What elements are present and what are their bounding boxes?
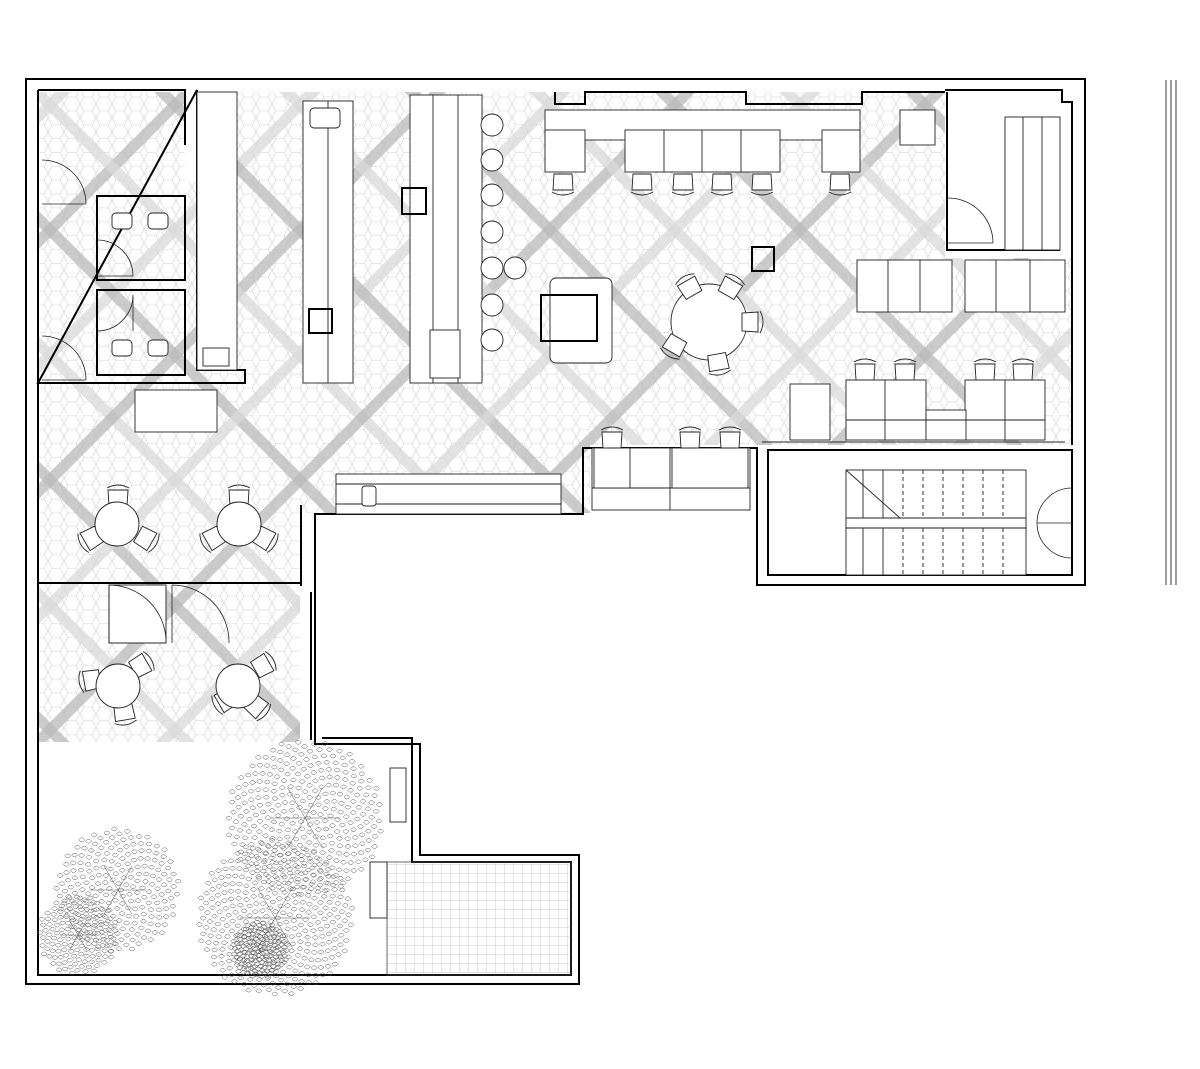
tile-band [776,92,1072,742]
chair [600,426,624,449]
column [751,246,775,272]
sink-fixture [202,347,230,367]
door-swing [96,294,134,332]
bar-stool [480,148,504,172]
back-counter [196,91,238,371]
chair [132,525,160,553]
garden-terrace [36,740,384,997]
sofa [964,259,1066,313]
table [544,129,586,173]
bench [134,389,218,433]
cabinet [899,109,936,146]
tree-canopy [53,826,182,954]
door-swing [947,197,994,244]
tile-band [39,92,324,742]
square-table [540,294,598,342]
toilet-fixture [111,212,133,230]
chair [741,310,764,334]
door-swing [171,584,230,644]
bar-stools [480,113,527,352]
bar-stool [503,256,527,280]
bar-stool [480,183,504,207]
chair [750,173,774,196]
long-table [624,129,781,173]
tree-canopy [196,837,356,997]
door-swing [1036,487,1073,559]
sink-fixture [147,339,169,357]
tile-band [151,92,824,742]
toilet-block [41,159,186,381]
sofa [845,379,927,441]
site-boundary [1165,80,1177,585]
bar-stool [480,113,504,137]
shrub [36,894,120,976]
chair [678,426,702,449]
tile-band [39,92,199,742]
west-dining [38,501,300,709]
bar-stool [480,256,504,280]
tile-band [1155,85,1200,750]
round-table [216,501,262,547]
chair [718,426,742,449]
chair [675,273,703,301]
side-cabinet [789,383,831,441]
door-swing [108,584,167,644]
chair [249,651,277,679]
banquette-lounge [762,259,1066,443]
exterior-walls [25,78,1086,985]
chair [710,173,734,196]
chair [828,173,852,196]
tree-canopy [225,740,384,897]
sink-fixture [147,212,169,230]
tile-band [39,92,199,742]
rug [549,277,613,364]
toilet-fixture [111,339,133,357]
chair [707,352,731,376]
bar-stool [480,220,504,244]
chair [551,173,575,196]
chair [671,173,695,196]
chair [227,484,251,507]
tile-band [1155,85,1200,750]
shrub [230,919,291,979]
entrance-mat [1004,116,1061,251]
bar-stool [480,293,504,317]
sofa [856,259,953,313]
door-swing [41,159,87,205]
chair [660,332,688,360]
round-table [94,501,140,547]
entrance-vestibule [899,92,1061,251]
chair [717,273,745,301]
round-table [215,663,261,709]
chair [630,173,654,196]
chair [243,693,272,722]
door-swing [96,239,134,277]
bar-stool [480,328,504,352]
outdoor-deck [369,767,572,976]
table [821,129,861,173]
staircase [845,469,1073,576]
door-swing [41,335,87,381]
round-table [95,663,141,709]
bar-counters [134,91,562,515]
